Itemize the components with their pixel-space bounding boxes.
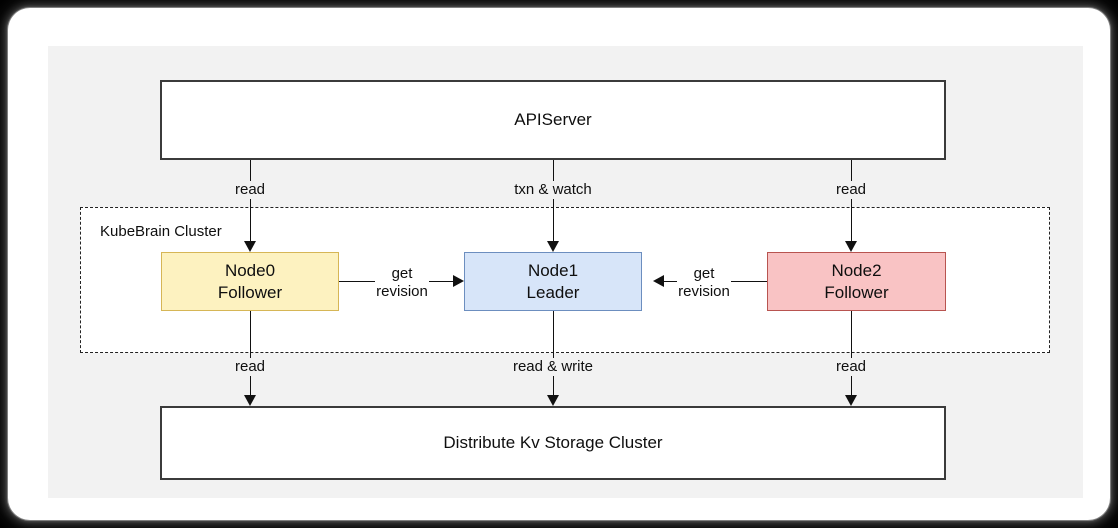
apiserver-box[interactable]: APIServer [160, 80, 946, 160]
node1-leader-box[interactable]: Node1 Leader [464, 252, 642, 311]
node0-follower-box[interactable]: Node0 Follower [161, 252, 339, 311]
node2-follower-box[interactable]: Node2 Follower [767, 252, 946, 311]
edge-node0-node1-arrow [453, 275, 464, 287]
edge-label-node0-storage: read [222, 358, 278, 377]
edge-label-apiserver-node2: read [823, 181, 879, 200]
edge-apiserver-node0-arrow [244, 241, 256, 252]
storage-cluster-box[interactable]: Distribute Kv Storage Cluster [160, 406, 946, 480]
edge-node0-node1-line-b [428, 281, 453, 282]
diagram-canvas: KubeBrain Cluster APIServer Distribute K… [48, 46, 1083, 498]
edge-node0-storage-line [250, 311, 251, 395]
edge-apiserver-node0-line [250, 160, 251, 241]
edge-apiserver-node1-line [553, 160, 554, 241]
edge-label-apiserver-node1: txn & watch [503, 181, 603, 200]
diagram-frame: KubeBrain Cluster APIServer Distribute K… [8, 8, 1110, 520]
edge-label-node2-node1: get revision [677, 265, 731, 302]
edge-node0-node1-line-a [339, 281, 375, 282]
kubebrain-cluster-label: KubeBrain Cluster [100, 223, 222, 240]
edge-node2-node1-line-b [664, 281, 688, 282]
edge-node2-node1-arrow [653, 275, 664, 287]
edge-node1-storage-line [553, 311, 554, 395]
edge-node1-storage-arrow [547, 395, 559, 406]
edge-apiserver-node2-arrow [845, 241, 857, 252]
edge-node2-storage-line [851, 311, 852, 395]
edge-node0-storage-arrow [244, 395, 256, 406]
edge-label-node2-storage: read [823, 358, 879, 377]
edge-label-node0-node1: get revision [375, 265, 429, 302]
edge-label-node1-storage: read & write [498, 358, 608, 377]
edge-node2-storage-arrow [845, 395, 857, 406]
edge-label-apiserver-node0: read [222, 181, 278, 200]
edge-node2-node1-line-a [731, 281, 767, 282]
edge-apiserver-node2-line [851, 160, 852, 241]
edge-apiserver-node1-arrow [547, 241, 559, 252]
